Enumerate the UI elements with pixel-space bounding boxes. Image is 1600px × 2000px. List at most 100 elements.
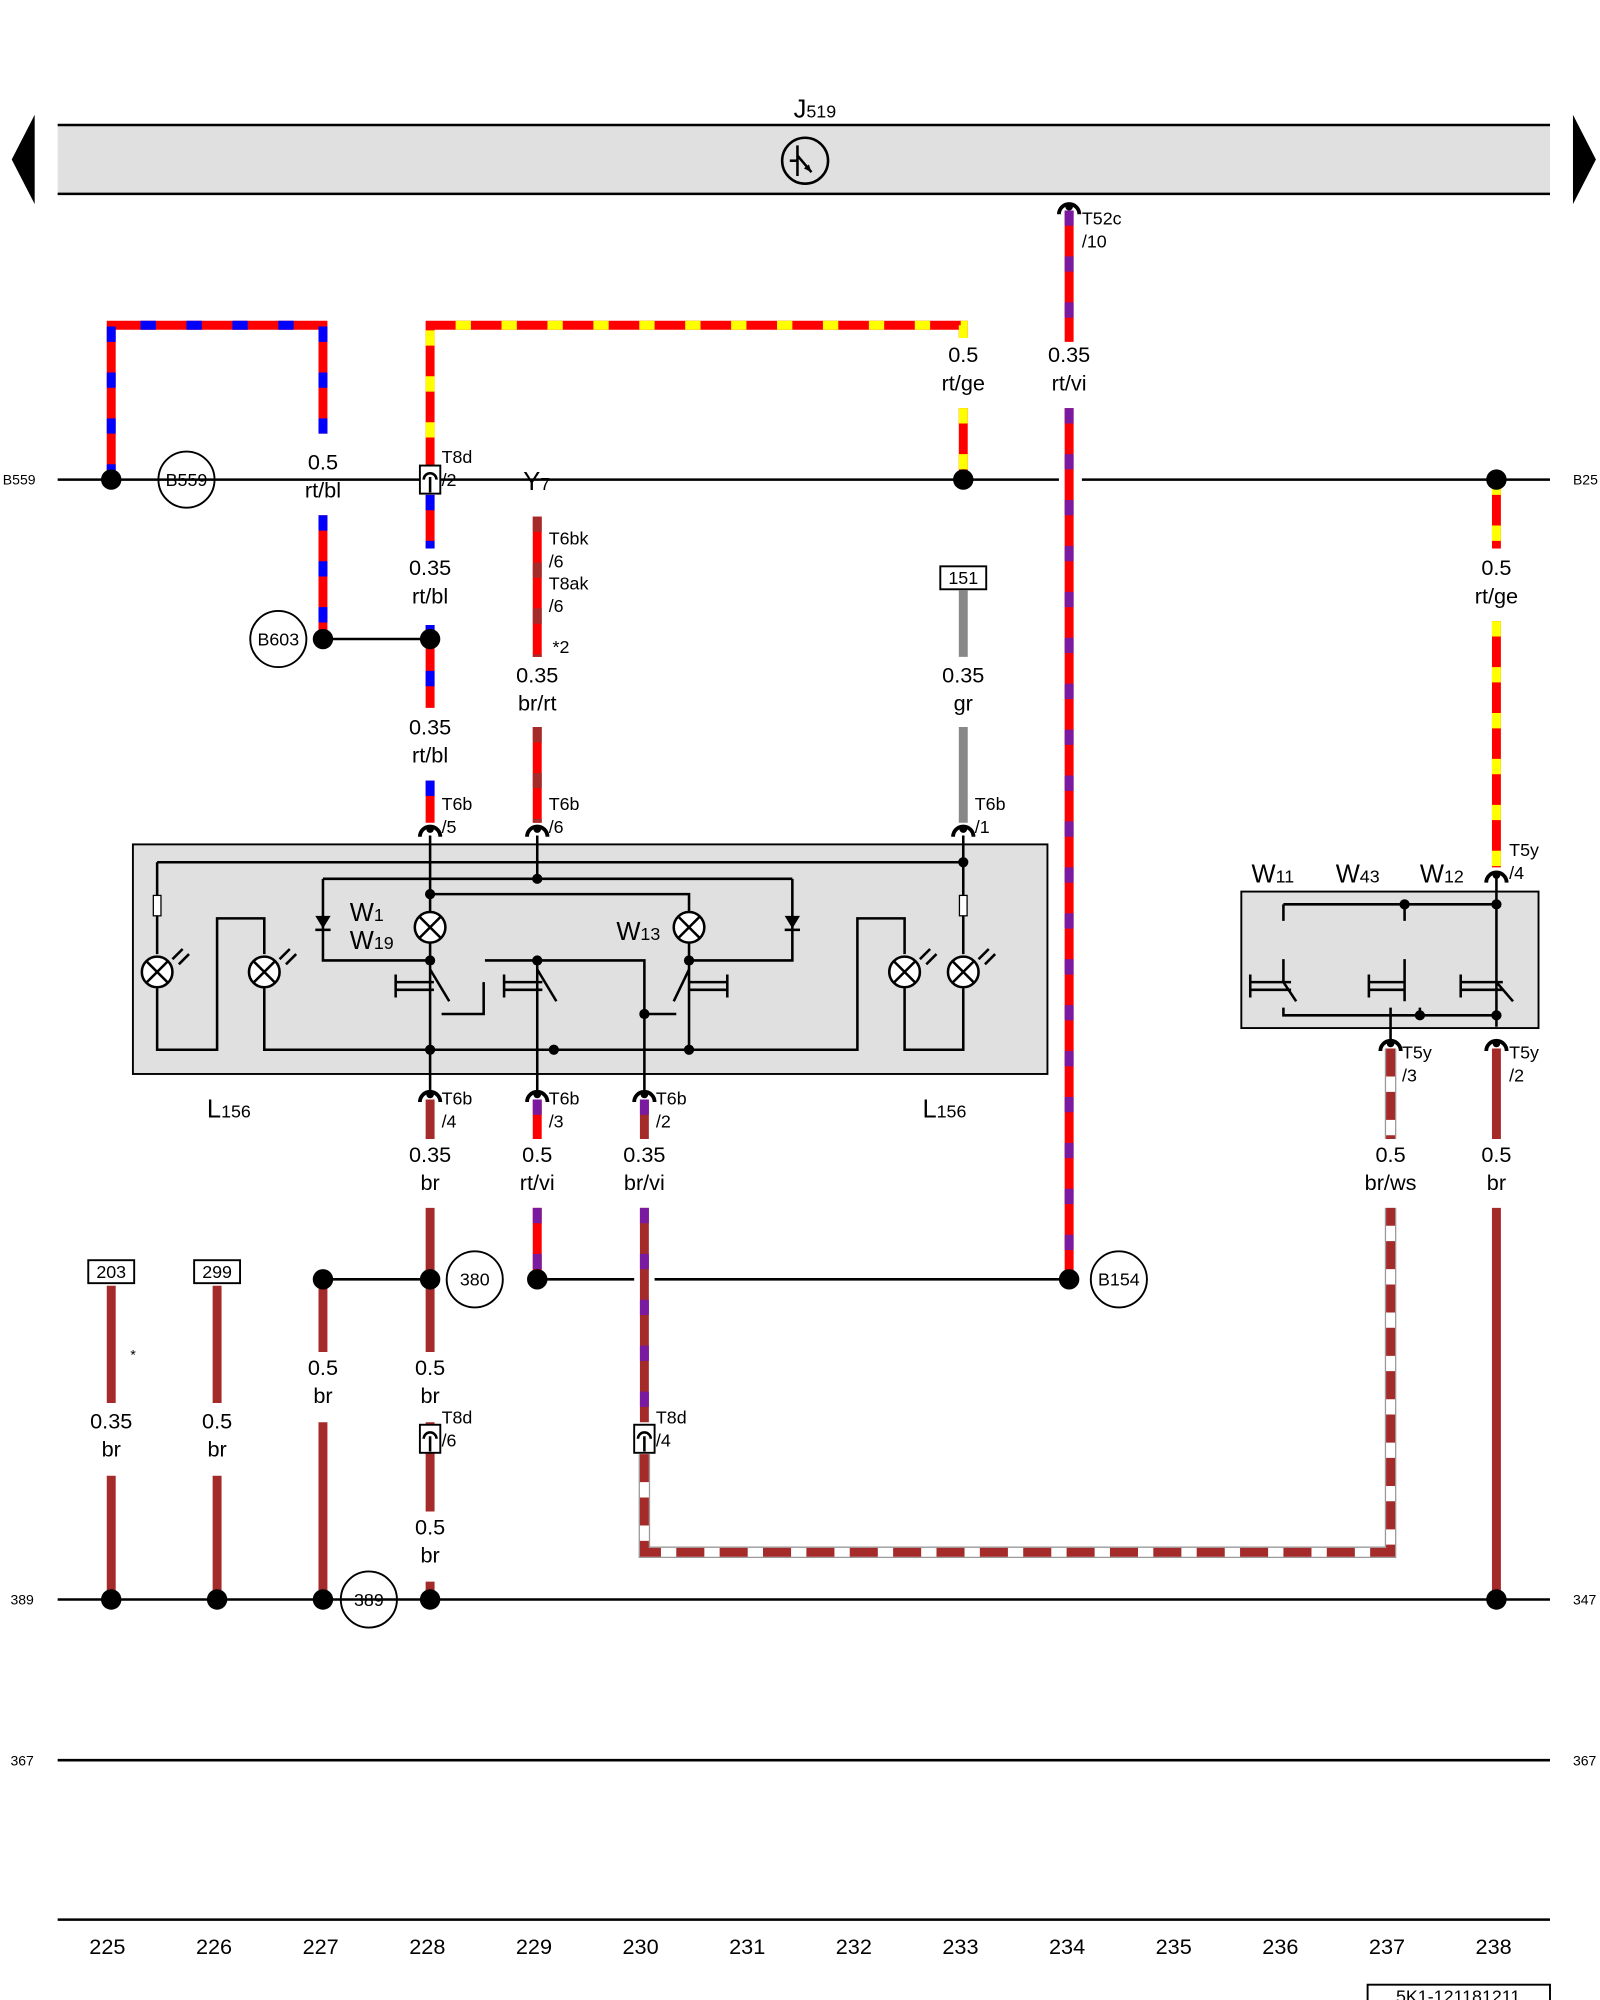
track-number: 231 (729, 1934, 765, 1959)
track-number: 236 (1262, 1934, 1298, 1959)
svg-text:299: 299 (202, 1262, 232, 1282)
wire-size-label: 0.5 (1375, 1142, 1405, 1167)
svg-text:T52c: T52c (1082, 208, 1122, 228)
svg-text:T8ak: T8ak (549, 573, 589, 593)
component-switch-group (1240, 890, 1540, 1030)
connector-pin-icon (525, 1089, 550, 1103)
connector-pin-icon (417, 824, 443, 837)
svg-text:/2: /2 (656, 1112, 671, 1132)
wire-size-label: 0.35 (90, 1409, 132, 1434)
wire-color-label: rt/vi (1052, 370, 1087, 395)
rail-label: 367 (1573, 1752, 1597, 1768)
node-b559: B559 (157, 450, 216, 509)
track-number: 237 (1369, 1934, 1405, 1959)
wire-color-label: rt/bl (305, 477, 341, 502)
svg-text:T5y: T5y (1402, 1043, 1432, 1063)
l156-internal-circuit (152, 835, 969, 1097)
switch-group-internal-circuit (1248, 873, 1514, 1044)
svg-text:380: 380 (460, 1270, 490, 1290)
rail-label: 389 (10, 1592, 34, 1608)
svg-text:151: 151 (948, 568, 978, 588)
junction-dots (101, 469, 1507, 1610)
wire-color-label: br (420, 1542, 439, 1567)
inline-connector-icon (418, 464, 442, 495)
svg-text:B154: B154 (1098, 1270, 1140, 1290)
wire (106, 320, 328, 480)
connector-pin-icon (525, 824, 550, 837)
ref-151[interactable]: 151 (939, 565, 988, 591)
page-prev-arrow-icon[interactable] (11, 114, 35, 205)
label-w1: W1 (350, 899, 384, 927)
electronic-unit-icon (780, 136, 830, 185)
svg-text:203: 203 (96, 1262, 126, 1282)
svg-text:B603: B603 (257, 629, 299, 649)
wire-color-label: br/rt (518, 690, 557, 715)
wire-size-label: 0.35 (409, 1142, 451, 1167)
svg-text:T5y: T5y (1509, 840, 1539, 860)
track-number: 227 (303, 1934, 339, 1959)
svg-text:389: 389 (354, 1590, 384, 1610)
ref-203[interactable]: 203 (87, 1259, 136, 1285)
wire-color-label: br (1487, 1170, 1506, 1195)
svg-text:T8d: T8d (656, 1407, 687, 1427)
wire-size-label: 0.35 (516, 662, 558, 687)
track-number: 238 (1476, 1934, 1512, 1959)
svg-text:T8d: T8d (442, 447, 473, 467)
track-number: 232 (836, 1934, 872, 1959)
svg-text:T6b: T6b (549, 1089, 580, 1109)
track-number: 230 (622, 1934, 658, 1959)
svg-text:T5y: T5y (1509, 1043, 1539, 1063)
svg-text:T6b: T6b (442, 794, 473, 814)
wire-size-label: 0.35 (1048, 342, 1090, 367)
connector-pin-icon (1484, 1038, 1509, 1052)
wire-color-label: rt/ge (942, 370, 985, 395)
node-b154: B154 (1089, 1250, 1148, 1309)
svg-text:5K1-121181211: 5K1-121181211 (1396, 1987, 1520, 2000)
connector-pin-icon (632, 1089, 657, 1103)
led-lamp-icon (140, 948, 190, 989)
page-next-arrow-icon[interactable] (1572, 114, 1596, 205)
rail-label: 347 (1573, 1592, 1597, 1608)
wire (425, 320, 968, 466)
svg-text:/4: /4 (656, 1430, 671, 1450)
wire-size-label: 0.5 (1481, 1142, 1511, 1167)
svg-text:T6b: T6b (656, 1089, 687, 1109)
wire-size-label: 0.35 (409, 715, 451, 740)
wire-color-label: rt/bl (412, 743, 448, 768)
led-lamp-icon (247, 948, 298, 989)
wire-size-label: 0.5 (948, 342, 978, 367)
inline-connector-icon (418, 1423, 442, 1454)
footer-code-box: 5K1-121181211 (1366, 1983, 1551, 2000)
svg-text:/6: /6 (549, 817, 564, 837)
svg-text:/3: /3 (549, 1112, 564, 1132)
bulb-icon (672, 910, 706, 944)
connector-labels: T52c/10 T8d/2 T6bk/6 T8ak/6 *2 T6b/5 T6b… (130, 208, 1539, 1450)
j519-label: J519 (794, 95, 837, 123)
svg-text:/2: /2 (442, 470, 457, 490)
label-y7: Y7 (523, 468, 550, 496)
wire-stripe (106, 320, 328, 480)
wire (639, 1207, 1396, 1557)
wire-color-label: rt/bl (412, 583, 448, 608)
svg-text:/4: /4 (442, 1112, 457, 1132)
wire-size-label: 0.5 (415, 1514, 445, 1539)
wire-color-label: rt/ge (1475, 583, 1518, 608)
label-w12: W12 (1420, 861, 1464, 889)
wire-size-label: 0.5 (308, 1355, 338, 1380)
wire-size-label: 0.35 (942, 662, 984, 687)
svg-text:/6: /6 (549, 596, 564, 616)
svg-text:T6bk: T6bk (549, 529, 589, 549)
wire-size-label: 0.5 (308, 449, 338, 474)
wire-color-label: br/ws (1365, 1170, 1417, 1195)
connector-pin-icon (1057, 202, 1082, 215)
label-l156-left: L156 (207, 1095, 251, 1123)
bulb-icon (413, 910, 447, 944)
track-number: 228 (409, 1934, 445, 1959)
connector-pin-icon (951, 824, 976, 837)
wire-color-label: br/vi (624, 1170, 665, 1195)
track-number: 234 (1049, 1934, 1085, 1959)
ref-299[interactable]: 299 (193, 1259, 242, 1285)
svg-text:/6: /6 (549, 552, 564, 572)
